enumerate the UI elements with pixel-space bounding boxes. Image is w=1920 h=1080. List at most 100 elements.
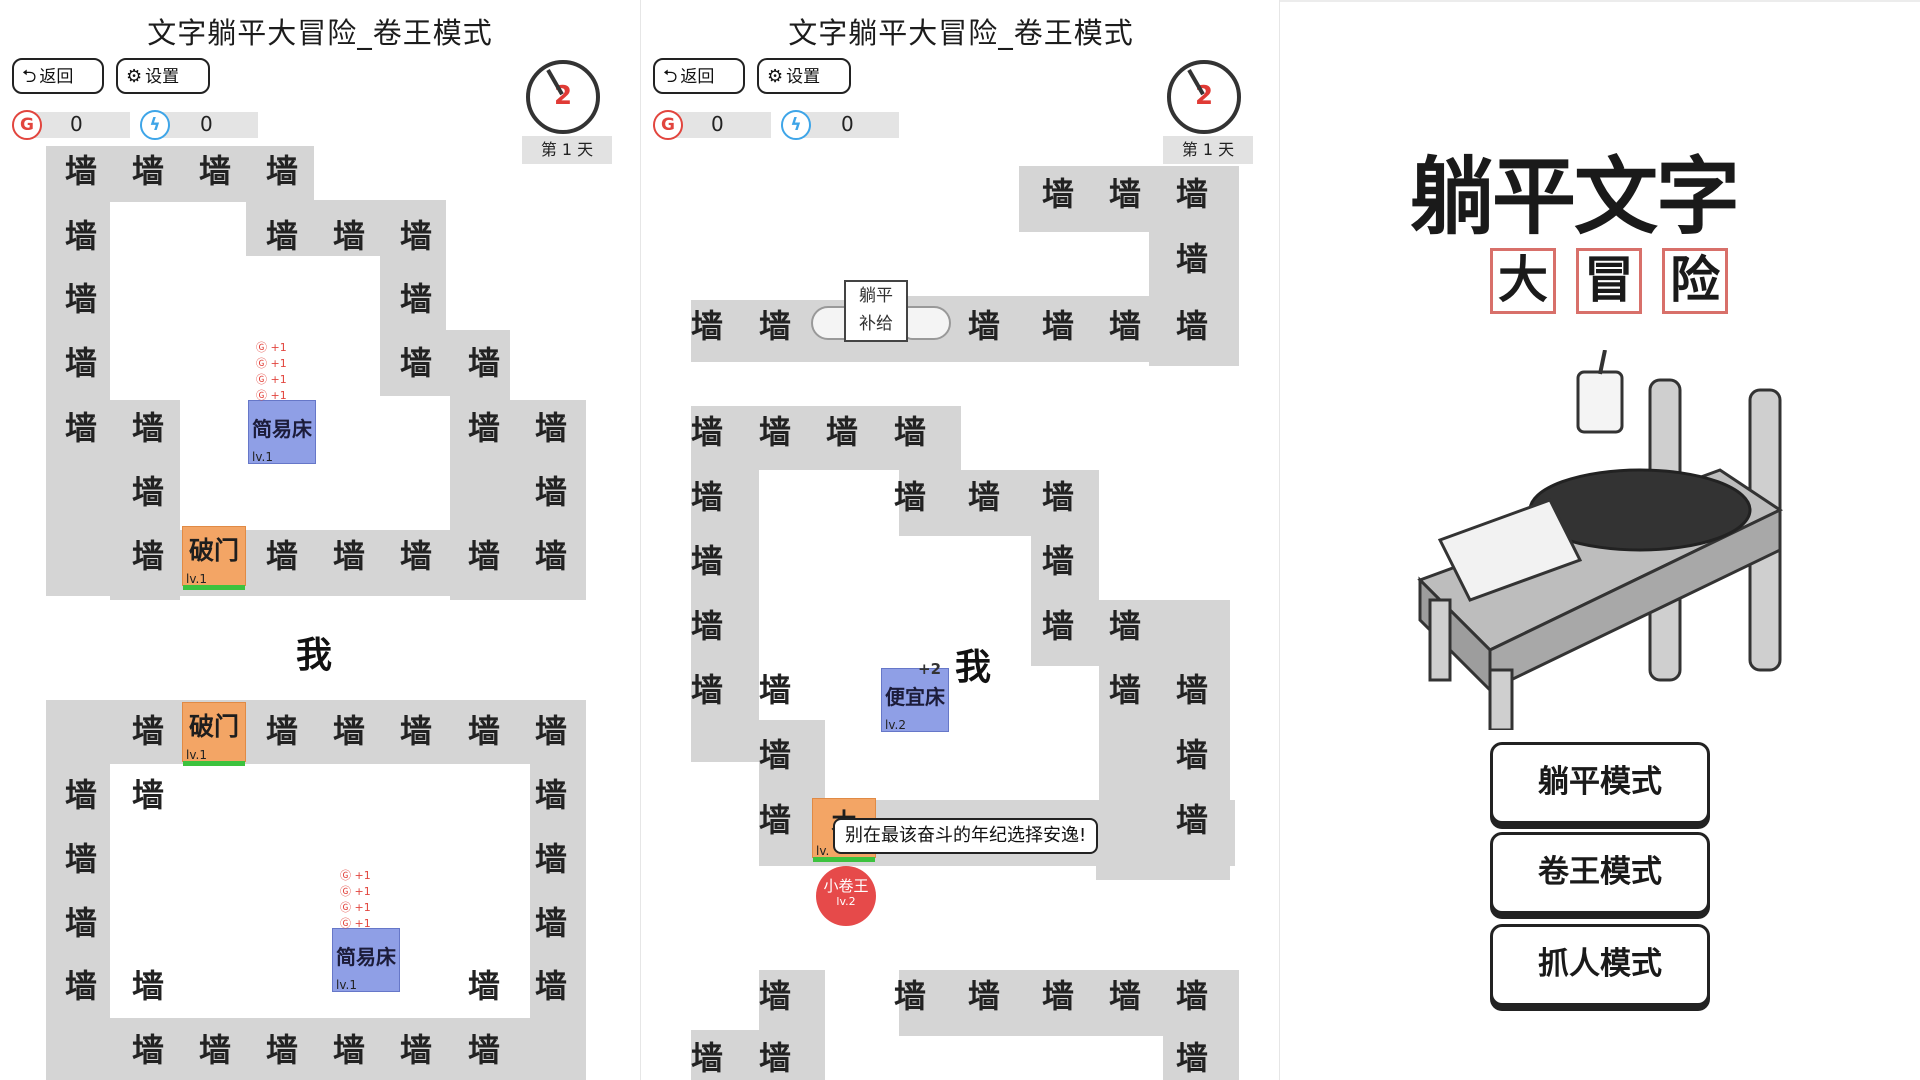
wall-tile: 墙	[690, 542, 723, 580]
wall-tile: 墙	[534, 967, 567, 1005]
wall-tile: 墙	[1108, 607, 1141, 645]
wall-tile: 墙	[467, 967, 500, 1005]
gear-icon: ⚙	[126, 66, 143, 87]
wall-tile: 墙	[467, 1031, 500, 1069]
wall-tile: 墙	[534, 473, 567, 511]
coin-icon: G	[12, 110, 42, 140]
wall-tile: 墙	[131, 152, 164, 190]
mode-grind-king-button[interactable]: 卷王模式	[1490, 832, 1710, 914]
wall-tile: 墙	[1041, 307, 1074, 345]
wall-tile: 墙	[1041, 478, 1074, 516]
wall-tile: 墙	[758, 977, 791, 1015]
wall-tile: 墙	[265, 1031, 298, 1069]
logo-char-1: 大	[1490, 248, 1556, 314]
wall-tile: 墙	[1175, 977, 1208, 1015]
door-tile-label: 破门	[188, 712, 239, 741]
wall-tile: 墙	[967, 977, 1000, 1015]
wall-tile: 墙	[131, 537, 164, 575]
back-arrow-icon: ⮌	[663, 66, 678, 87]
settings-button[interactable]: ⚙设置	[757, 58, 851, 94]
wall-tile: 墙	[265, 712, 298, 750]
wall-tile: 墙	[1175, 671, 1208, 709]
wall-tile: 墙	[64, 280, 97, 318]
wall-tile: 墙	[131, 409, 164, 447]
speech-bubble: 别在最该奋斗的年纪选择安逸!	[833, 818, 1099, 854]
wall-tile: 墙	[198, 152, 231, 190]
wall-region	[691, 406, 759, 724]
game-map: 墙墙墙墙墙墙墙墙墙墙墙墙墙墙墙墙墙墙墙墙墙墙墙墙墙墙墙墙墙墙墙墙墙墙墙墙墙墙墙墙…	[0, 0, 640, 1080]
wall-tile: 墙	[332, 537, 365, 575]
wall-tile: 墙	[690, 671, 723, 709]
wall-tile: 墙	[1041, 977, 1074, 1015]
wall-tile: 墙	[758, 413, 791, 451]
clock-icon: 2	[1167, 60, 1241, 134]
wall-tile: 墙	[467, 537, 500, 575]
back-arrow-icon: ⮌	[22, 66, 37, 87]
bed-tile-level: lv.1	[336, 978, 357, 992]
coin-gain-popup: Ⓖ +1	[256, 373, 287, 386]
wall-tile: 墙	[131, 776, 164, 814]
door-tile-level: lv.1	[186, 572, 207, 586]
wall-tile: 墙	[1041, 542, 1074, 580]
door-tile-level: lv.1	[186, 748, 207, 762]
bed-bonus: +2	[918, 660, 942, 678]
wall-region	[380, 330, 510, 400]
bed-tile-label: 简易床	[336, 945, 396, 969]
logo-char-2: 冒	[1576, 248, 1642, 314]
clock-icon: 2	[526, 60, 600, 134]
logo-title: 躺平文字	[1410, 148, 1740, 246]
wall-tile: 墙	[467, 344, 500, 382]
wall-tile: 墙	[534, 904, 567, 942]
enemy-token[interactable]: 小卷王 lv.2	[816, 866, 876, 926]
energy-icon: ϟ	[140, 110, 170, 140]
supply-label-2: 补给	[859, 314, 893, 334]
mode-catch-button[interactable]: 抓人模式	[1490, 924, 1710, 1006]
coin-gain-popup: Ⓖ +1	[340, 885, 371, 898]
back-button[interactable]: ⮌返回	[653, 58, 745, 94]
wall-tile: 墙	[1175, 1039, 1208, 1077]
settings-button[interactable]: ⚙设置	[116, 58, 210, 94]
wall-region	[691, 1030, 825, 1080]
wall-tile: 墙	[1175, 175, 1208, 213]
back-button[interactable]: ⮌返回	[12, 58, 104, 94]
door-tile[interactable]: 破门 lv.1	[182, 702, 246, 766]
wall-tile: 墙	[690, 413, 723, 451]
wall-tile: 墙	[758, 1039, 791, 1077]
wall-tile: 墙	[64, 152, 97, 190]
coin-gain-popup: Ⓖ +1	[256, 389, 287, 402]
floor-region	[380, 396, 450, 530]
wall-tile: 墙	[265, 152, 298, 190]
wall-tile: 墙	[64, 217, 97, 255]
door-hp-bar	[813, 857, 875, 862]
wall-tile: 墙	[690, 607, 723, 645]
coin-gain-popup: Ⓖ +1	[340, 917, 371, 930]
player-me[interactable]: 我	[296, 635, 333, 676]
wall-tile: 墙	[758, 671, 791, 709]
bed-level: lv.2	[885, 718, 906, 732]
wall-tile: 墙	[1108, 175, 1141, 213]
wall-tile: 墙	[534, 537, 567, 575]
wall-tile: 墙	[1108, 671, 1141, 709]
wall-tile: 墙	[131, 473, 164, 511]
wall-tile: 墙	[758, 801, 791, 839]
wall-tile: 墙	[399, 537, 432, 575]
player-me[interactable]: 我	[955, 647, 992, 688]
coin-gain-popup: Ⓖ +1	[256, 341, 287, 354]
supply-drop[interactable]: 躺平 补给	[844, 280, 908, 342]
wall-tile: 墙	[893, 413, 926, 451]
coin-count: 0	[711, 112, 724, 136]
bed-tile-label: 简易床	[252, 417, 312, 441]
enemy-level: lv.2	[836, 895, 856, 908]
mode-lying-flat-button[interactable]: 躺平模式	[1490, 742, 1710, 824]
bed-tile[interactable]: 便宜床 +2 lv.2	[881, 661, 949, 732]
enemy-name: 小卷王	[823, 877, 869, 895]
wall-region	[899, 296, 1239, 362]
game-map: 墙墙墙墙墙墙墙墙墙墙墙墙墙墙墙墙墙墙墙墙墙墙墙墙墙墙墙墙墙墙墙墙墙墙墙墙墙墙墙墙	[641, 0, 1279, 1080]
bed-tile[interactable]: 简易床 lv.1	[332, 928, 400, 992]
wall-tile: 墙	[534, 776, 567, 814]
settings-label: 设置	[786, 67, 821, 87]
wall-tile: 墙	[1041, 175, 1074, 213]
wall-tile: 墙	[64, 840, 97, 878]
